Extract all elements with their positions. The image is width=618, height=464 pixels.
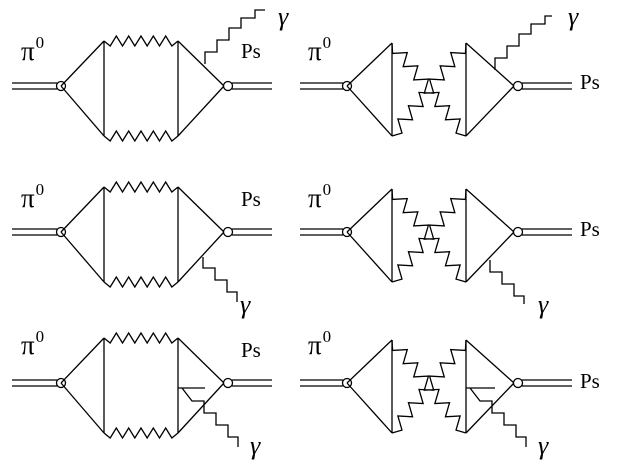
r2-left-photon-out	[202, 257, 238, 302]
r2-right-right-upper	[465, 188, 515, 233]
r2-left-photon-bottom	[103, 275, 179, 289]
photon-label-r2-left: γ	[240, 290, 251, 319]
r1-left-right-lower	[177, 85, 225, 137]
r1-left-ps-vertex	[222, 80, 234, 92]
r3-left-photon-out	[181, 387, 239, 447]
r3-right-right-lower	[465, 382, 515, 434]
r1-right-right-upper	[465, 42, 515, 87]
photon-label-r2-right: γ	[538, 290, 549, 319]
r1-left-right-upper	[177, 40, 225, 87]
r3-left-photon-bottom	[103, 426, 179, 440]
r3-left-right-lower	[177, 382, 225, 434]
r1-left-photon-bottom	[103, 129, 179, 143]
r3-right-photon-cross-b	[391, 339, 467, 434]
ps-label-r1-right: Ps	[580, 70, 600, 94]
r3-left-left-upper	[60, 337, 105, 384]
r1-right-left-upper	[346, 42, 393, 87]
r2-left-photon-top	[103, 180, 179, 194]
pion-label-r3-left: π0	[21, 327, 45, 360]
r2-right-right-lower	[465, 231, 515, 283]
r1-left-photon-out	[204, 9, 265, 64]
ps-label-r1-left: Ps	[241, 39, 261, 63]
r3-right-ps-vertex	[512, 377, 524, 389]
r1-right-right-lower	[465, 85, 515, 137]
r3-left-ps-vertex	[222, 377, 234, 389]
r2-right-ps-vertex	[512, 226, 524, 238]
pion-label-r2-left: π0	[21, 180, 45, 213]
r2-right-photon-out	[489, 260, 525, 304]
ps-label-r2-right: Ps	[580, 217, 600, 241]
pion-label-r1-left: π0	[21, 33, 45, 66]
r1-right-left-lower	[346, 85, 393, 137]
ps-label-r2-left: Ps	[241, 187, 261, 211]
r3-right-left-upper	[346, 339, 393, 384]
r2-left-right-lower	[177, 231, 225, 283]
r1-left-left-upper	[60, 40, 105, 87]
pion-label-r3-right: π0	[308, 327, 332, 360]
r2-left-left-upper	[60, 186, 105, 233]
r1-left-photon-top	[103, 34, 179, 48]
photon-label-r3-right: γ	[538, 431, 549, 460]
ps-label-r3-left: Ps	[241, 338, 261, 362]
r3-right-photon-out	[469, 387, 527, 447]
pion-label-r2-right: π0	[308, 180, 332, 213]
r1-right-ps-vertex	[512, 80, 524, 92]
r3-left-left-lower	[60, 382, 105, 434]
r2-left-ps-vertex	[222, 226, 234, 238]
ps-label-r3-right: Ps	[580, 369, 600, 393]
r1-left-left-lower	[60, 85, 105, 137]
r3-right-left-lower	[346, 382, 393, 434]
r1-right-photon-cross-b	[391, 42, 467, 137]
photon-label-r1-left: γ	[278, 2, 289, 31]
r3-right-photon-cross-a	[391, 339, 467, 434]
r3-left-right-upper	[177, 337, 225, 384]
r1-right-photon-out	[494, 15, 552, 70]
r2-right-photon-cross-a	[391, 188, 467, 283]
pion-label-r1-right: π0	[308, 33, 332, 66]
photon-label-r1-right: γ	[568, 2, 579, 31]
r2-right-left-lower	[346, 231, 393, 283]
photon-label-r3-left: γ	[250, 431, 261, 460]
r2-right-left-upper	[346, 188, 393, 233]
r2-left-right-upper	[177, 186, 225, 233]
r1-right-photon-cross-a	[391, 42, 467, 137]
r3-right-right-upper	[465, 339, 515, 384]
r2-right-photon-cross-b	[391, 188, 467, 283]
r2-left-left-lower	[60, 231, 105, 283]
r3-left-photon-top	[103, 331, 179, 345]
